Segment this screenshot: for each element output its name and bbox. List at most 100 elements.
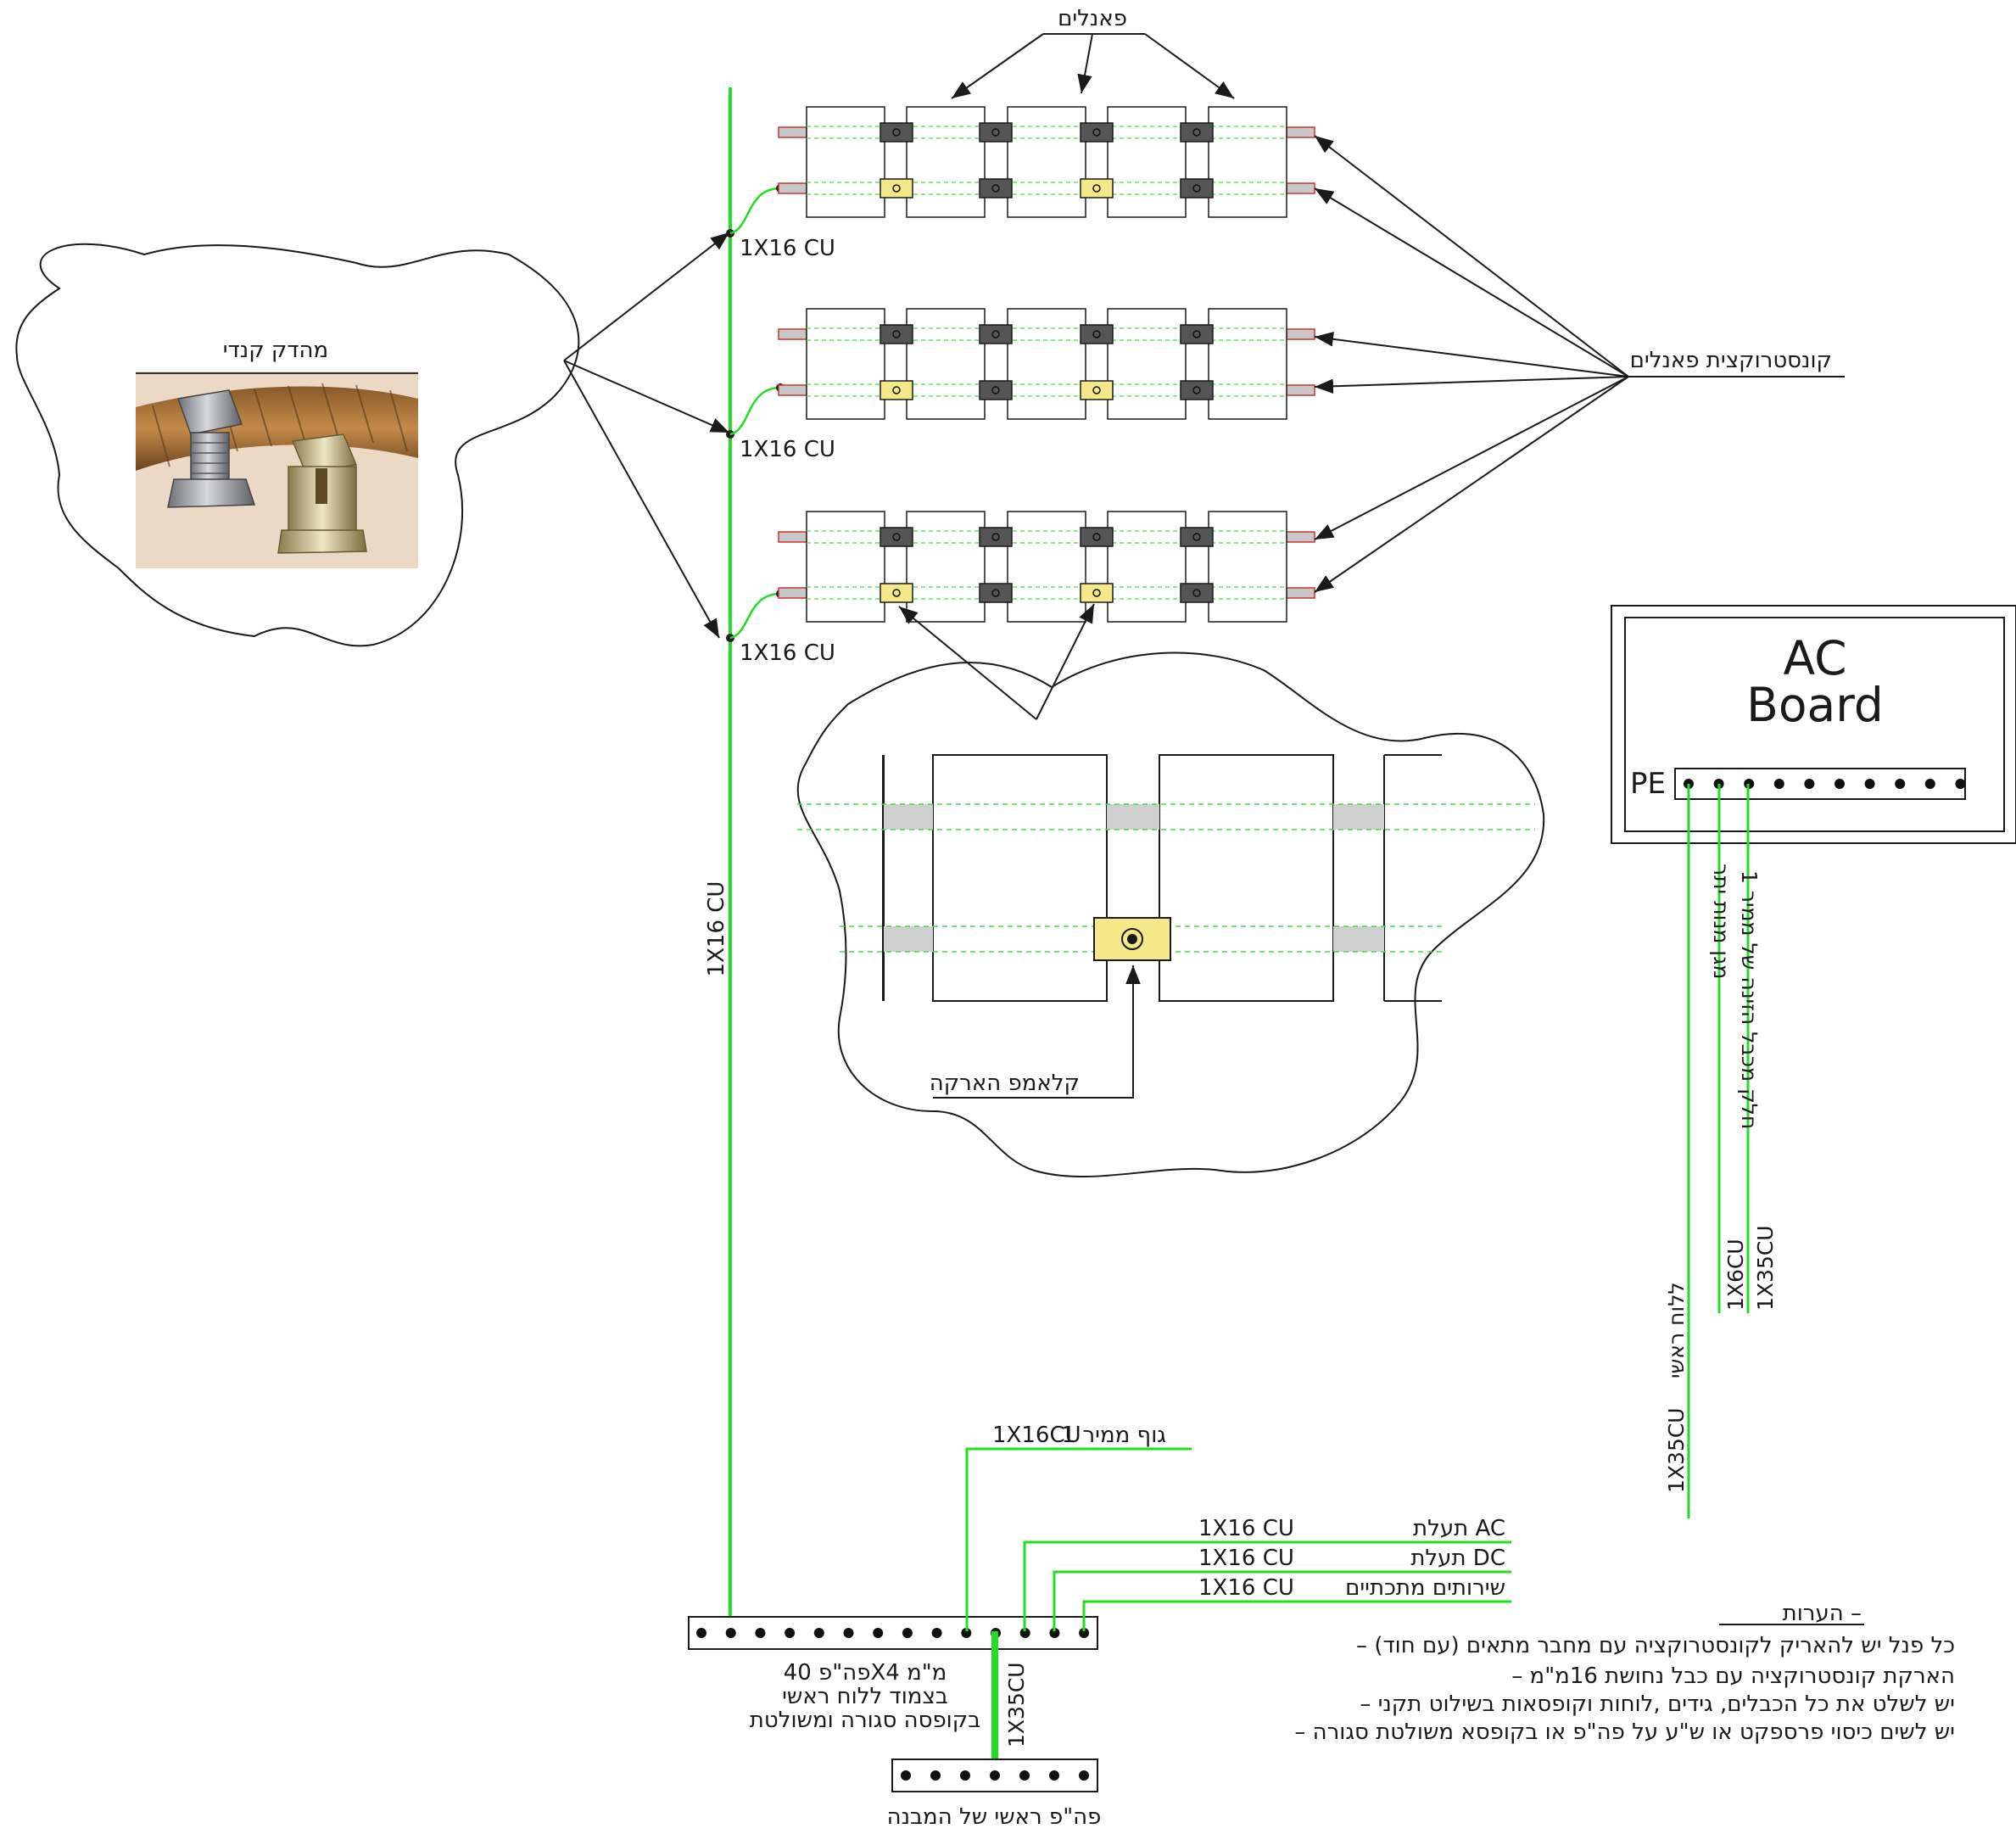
cable-1x35-right-label: 1X35CU — [1753, 1225, 1778, 1311]
clamp-bolt — [892, 589, 901, 597]
clamp-bolt — [1192, 589, 1201, 597]
bus-link-cable-label: 1X35CU — [1004, 1662, 1029, 1747]
terminal-dot — [1924, 779, 1935, 789]
rail-stub-left — [778, 328, 807, 340]
array-2-cable-label: 1X16 CU — [740, 437, 835, 462]
note-4: – יש לשים כיסוי פרספקט או ש"ע על פה"פ או… — [1294, 1719, 1955, 1745]
mid-clamp — [1080, 324, 1114, 344]
rail-stub-right — [1286, 126, 1315, 138]
terminal-dot — [725, 1628, 736, 1638]
terminal-dot — [873, 1628, 884, 1638]
mech-services-label: שירותים מתכתיים — [1345, 1575, 1505, 1601]
rail-stub-right — [1286, 182, 1315, 194]
terminal-dot — [1049, 1770, 1059, 1781]
inverter-body-cable-label: 1X16CU — [992, 1423, 1081, 1448]
building-bonding-bar — [891, 1759, 1098, 1792]
grounding-clamp — [880, 380, 913, 400]
clamp-detail-drawing — [797, 754, 1535, 1002]
ac-board-title-1: AC — [1783, 631, 1846, 685]
terminal-dot — [1955, 779, 1966, 789]
solar-panel — [1007, 106, 1086, 218]
rail-stub-right — [1286, 587, 1315, 599]
clamp-bolt — [991, 533, 1000, 541]
panel-structure-arrows — [1314, 135, 1845, 593]
building-bus-label: פה"פ ראשי של המבנה — [887, 1804, 1102, 1830]
panel-structure-label: קונסטרוקצית פאנלים — [1630, 348, 1832, 373]
rail-stub-right — [1286, 384, 1315, 396]
solar-panel — [1208, 106, 1287, 218]
terminal-dot — [961, 1628, 972, 1638]
note-1: – כל פנל יש להאריק לקונסטרוקציה עם מחבר … — [1356, 1633, 1955, 1658]
dc-tray-label: תעלת DC — [1410, 1546, 1505, 1571]
mid-clamp — [1180, 122, 1214, 143]
panel-arrays — [778, 106, 1315, 623]
mid-clamp — [979, 178, 1013, 198]
rail-stub-left — [778, 531, 807, 543]
notes-title: הערות – — [1783, 1601, 1862, 1626]
mid-clamp — [979, 324, 1013, 344]
clamp-bolt — [892, 533, 901, 541]
grounding-clamp-label: קלאמפ הארקה — [930, 1071, 1080, 1096]
terminal-dot — [1079, 1770, 1089, 1781]
cloud-pointer-arrows — [563, 232, 730, 639]
ac-tray-label: תעלת AC — [1413, 1516, 1505, 1541]
solar-panel — [1107, 106, 1187, 218]
solar-panel — [806, 511, 885, 623]
terminal-dot — [1049, 1628, 1060, 1638]
rail-stub-left — [778, 384, 807, 396]
terminal-dot — [755, 1628, 766, 1638]
main-panel-label: ללוח ראשי — [1664, 1282, 1689, 1378]
clamp-bolt — [1192, 128, 1201, 137]
rail-stub-left — [778, 587, 807, 599]
terminal-dot — [843, 1628, 854, 1638]
pe-terminal-dots — [1684, 779, 1966, 789]
mid-clamp — [1180, 380, 1214, 400]
cloud-outline-center — [796, 651, 1545, 1178]
array-3-cable-label: 1X16 CU — [740, 640, 835, 666]
inverter-body-label: גוף ממיר 1 — [1062, 1423, 1166, 1448]
grounding-clamp — [1080, 380, 1114, 400]
mid-clamp — [1180, 324, 1214, 344]
bus-branch-wires — [965, 1447, 1511, 1631]
mech-services-cable-label: 1X16 CU — [1198, 1575, 1294, 1601]
clamp-bolt — [1092, 386, 1101, 394]
clamp-bolt — [991, 386, 1000, 394]
mid-clamp — [979, 527, 1013, 547]
terminal-dot — [990, 1770, 1000, 1781]
cloud-outline-left — [15, 243, 580, 647]
note-2: – הארקת קונסטרוקציה עם כבל נחושת 16מ"מ — [1511, 1663, 1955, 1689]
main-bus-label-2: בצמוד ללוח ראשי — [782, 1684, 948, 1709]
note-3: – יש לשלט את כל הכבלים, גידים ,לוחות וקו… — [1360, 1691, 1955, 1717]
clamp-bolt — [892, 128, 901, 137]
panel-array-3 — [778, 511, 1315, 623]
rail-stub-left — [778, 126, 807, 138]
solar-panel — [1208, 511, 1287, 623]
mid-clamp — [1180, 583, 1214, 603]
terminal-dot — [931, 1628, 942, 1638]
solar-panel — [806, 106, 885, 218]
terminal-dot — [901, 1770, 911, 1781]
clamp-bolt — [1192, 533, 1201, 541]
compression-clamp-label: מהדק קנדי — [223, 338, 328, 363]
mid-clamp — [979, 380, 1013, 400]
clamp-bolt — [1092, 128, 1101, 137]
panel-array-2 — [778, 308, 1315, 420]
grounding-clamp-arrow — [933, 965, 1141, 1099]
grounding-clamp — [880, 583, 913, 603]
clamp-bolt — [1092, 330, 1101, 338]
terminal-dot — [813, 1628, 824, 1638]
mid-clamp — [979, 122, 1013, 143]
rail-stub-right — [1286, 328, 1315, 340]
neutral-inverter-label: חלק מכבל הזינה של ממיר 1 — [1737, 870, 1762, 1129]
building-bus-dots — [901, 1770, 1089, 1781]
clamp-bolt — [892, 330, 901, 338]
main-ground-wire-label: 1X16 CU — [704, 881, 729, 977]
panels-arrows — [951, 33, 1235, 99]
array-2-ground-lead: 1X16 CU — [726, 383, 835, 462]
clamp-bolt — [991, 128, 1000, 137]
rail-stub-right — [1286, 531, 1315, 543]
solar-panel — [1007, 511, 1086, 623]
clamp-callout-arrows — [898, 603, 1095, 720]
grounding-clamp — [1080, 583, 1114, 603]
